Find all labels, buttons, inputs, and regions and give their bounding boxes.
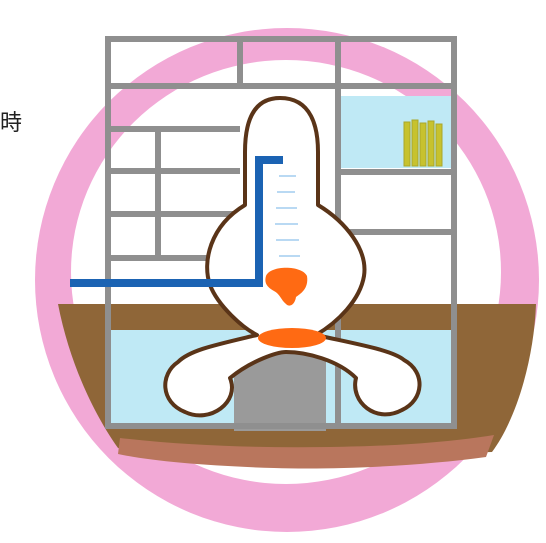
- book: [404, 122, 410, 166]
- book: [420, 123, 426, 166]
- book: [412, 120, 418, 166]
- book: [436, 124, 442, 166]
- book-spines: [404, 120, 442, 166]
- book: [428, 121, 434, 166]
- molten-pool: [258, 328, 326, 348]
- edge-label: 時: [0, 112, 22, 136]
